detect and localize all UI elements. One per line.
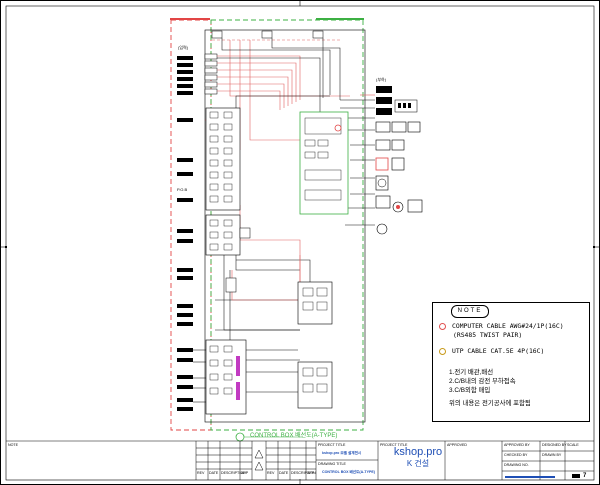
right-load-devices	[375, 86, 423, 235]
legend-computer-cable-sub: (RS485 TWIST PAIR)	[453, 331, 522, 339]
input-fuses	[204, 53, 218, 95]
diagram-title: CONTROL BOX 배선도(A-TYPE)	[250, 433, 338, 439]
tb-date-col-2: DATE	[279, 471, 289, 475]
terminal-block-1	[205, 107, 241, 211]
tb-approved-by: APPROVED BY	[504, 443, 530, 447]
tb-date-col-1: DATE	[209, 471, 219, 475]
legend-line: UTP CABLE CAT.5E 4P(16C)	[452, 347, 545, 355]
watermark-main: kshop.pro	[393, 446, 443, 458]
watermark-sub: K 건설	[406, 459, 430, 468]
title-block	[6, 440, 594, 480]
note-header: NOTE	[451, 305, 489, 318]
tb-desc-col-2: DESCRIPTION	[291, 471, 316, 475]
note-line-3: 3.C/B외함 매입	[449, 387, 491, 394]
note-line-4: 위의 내용은 전기공사에 포함됨	[449, 400, 531, 407]
tb-project-title-label: PROJECT TITLE	[380, 443, 408, 447]
tb-project-label: PROJECT TITLE	[318, 443, 346, 447]
left-group-label: (입력)	[178, 45, 189, 50]
cabinet-outline	[204, 29, 366, 423]
tb-checked-by: CHECKED BY	[504, 453, 528, 457]
legend-marker-1	[439, 322, 446, 330]
tb-project-value: kshop.pro 모델 설계전시	[322, 451, 362, 455]
tb-approved-label: APPROVED	[447, 443, 467, 447]
note-line-2: 2.C/B내의 감전 부하접속	[449, 378, 516, 385]
controller-board	[299, 111, 349, 215]
tb-drawing-label: DRAWING TITLE	[318, 462, 346, 466]
terminal-block-2	[205, 214, 241, 256]
legend-marker-2	[439, 347, 446, 355]
left-input-stack	[177, 56, 193, 411]
tb-rev-col-1: REV	[197, 471, 205, 475]
tb-desc-col-1: DESCRIPTION	[221, 471, 246, 475]
tb-app-col-1: APP	[241, 471, 249, 475]
tb-scale: SCALE	[567, 443, 579, 447]
watermark: kshop.pro K 건설	[393, 446, 443, 470]
relay-module-1	[297, 281, 333, 325]
legend-utp-cable: UTP CABLE CAT.5E 4P(16C)	[439, 347, 544, 355]
note-box: NOTE COMPUTER CABLE AWG#24/1P(16C) (RS48…	[432, 302, 590, 422]
tb-drawing-no: DRAWING NO.	[504, 463, 529, 467]
tb-designed-by: DESIGNED BY	[542, 443, 567, 447]
note-line-1: 1.전기 배관,배선	[449, 369, 494, 376]
right-group-label: (부하)	[376, 77, 387, 82]
legend-line: (RS485 TWIST PAIR)	[453, 331, 523, 339]
top-terminal-row	[211, 30, 324, 39]
tb-rev-col-2: REV	[267, 471, 275, 475]
tb-note-label: NOTE	[8, 443, 18, 447]
tb-app-col-2: APP	[307, 471, 315, 475]
left-caption: P.O.B	[177, 187, 188, 192]
tb-drawing-value: CONTROL BOX 배선도(A-TYPE)	[322, 470, 375, 474]
relay-module-2	[297, 361, 333, 409]
tb-sheet-number: 7	[583, 473, 587, 479]
bottom-switch-block	[205, 339, 247, 415]
legend-computer-cable: COMPUTER CABLE AWG#24/1P(16C)	[439, 322, 564, 330]
tb-drawn-by: DRAWN BY	[542, 453, 562, 457]
legend-line: COMPUTER CABLE AWG#24/1P(16C)	[452, 322, 564, 330]
